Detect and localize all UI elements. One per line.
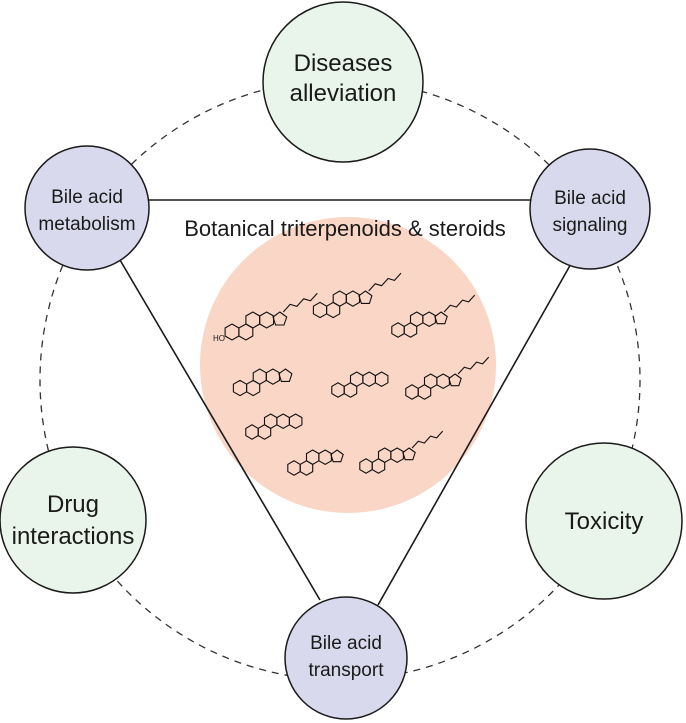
side-chain: [443, 294, 476, 313]
molecule: [391, 294, 476, 338]
bile-acid-signaling-node: Bile acid signaling: [529, 148, 651, 270]
molecule: [232, 368, 293, 397]
molecule: [224, 292, 318, 341]
connection-lines: [119, 199, 573, 606]
molecule: [312, 272, 402, 319]
transport-label-line1: Bile acid: [310, 633, 382, 654]
ring: [448, 373, 462, 387]
signaling-label-line1: Bile acid: [554, 188, 626, 209]
metabolism-node-circle: [24, 145, 150, 271]
side-chain: [457, 356, 490, 375]
signaling-label-line2: signaling: [553, 215, 628, 236]
molecule: [287, 449, 344, 476]
diseases-node-circle: [262, 1, 424, 163]
metabolism-label-line1: Bile acid: [51, 187, 123, 208]
compound-circle: [200, 217, 496, 513]
diseases-label-line2: alleviation: [290, 80, 397, 107]
ring: [402, 447, 416, 461]
toxicity-label: Toxicity: [565, 508, 644, 535]
metabolism-transport-line: [119, 259, 321, 601]
ring: [358, 290, 373, 304]
bile-acid-transport-node: Bile acid transport: [284, 596, 408, 720]
ring: [434, 311, 448, 325]
side-chain: [368, 272, 402, 292]
diseases-label-line1: Diseases: [294, 50, 393, 77]
molecule: [405, 356, 490, 400]
molecule: [245, 413, 303, 440]
ring: [374, 371, 389, 388]
molecule: [331, 371, 389, 398]
ring: [288, 413, 303, 430]
toxicity-node-circle: [525, 442, 683, 600]
signaling-node-circle: [529, 148, 651, 270]
side-chain: [282, 292, 318, 313]
center-title: Botanical triterpenoids & steroids: [184, 216, 506, 241]
bile-acid-metabolism-node: Bile acid metabolism: [24, 145, 150, 271]
drug-label-line2: interactions: [12, 523, 135, 550]
side-chain: [411, 430, 444, 449]
drug-interactions-node: Drug interactions: [0, 446, 147, 594]
transport-label-line2: transport: [309, 660, 385, 681]
diseases-alleviation-node: Diseases alleviation: [262, 1, 424, 163]
metabolism-label-line2: metabolism: [38, 214, 135, 235]
ring: [278, 368, 293, 382]
ring: [272, 311, 288, 326]
drug-node-circle: [0, 446, 147, 594]
signaling-transport-line: [377, 261, 573, 606]
toxicity-node: Toxicity: [525, 442, 683, 600]
drug-label-line1: Drug: [47, 491, 99, 518]
transport-node-circle: [284, 596, 408, 720]
molecule-structures: [224, 272, 490, 476]
hydroxyl-label: HO: [213, 334, 225, 343]
ring: [330, 449, 344, 463]
molecule: [359, 430, 444, 474]
